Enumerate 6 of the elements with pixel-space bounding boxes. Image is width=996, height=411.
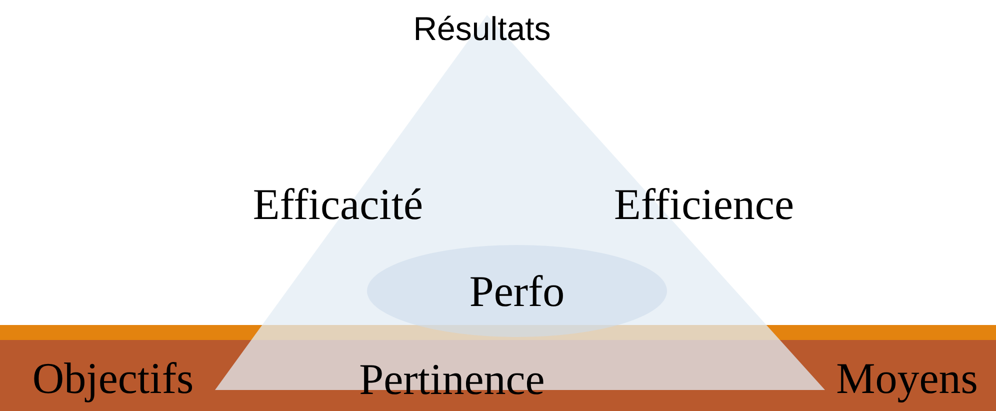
pyramid-label: Efficacité [252,183,424,227]
pyramid-label: Moyens [836,357,978,401]
pyramid-label: Objectifs [32,357,194,401]
pyramid-label: Efficience [614,183,794,227]
apex-label: Résultats [413,12,551,45]
node-label: Perfo [469,270,565,314]
